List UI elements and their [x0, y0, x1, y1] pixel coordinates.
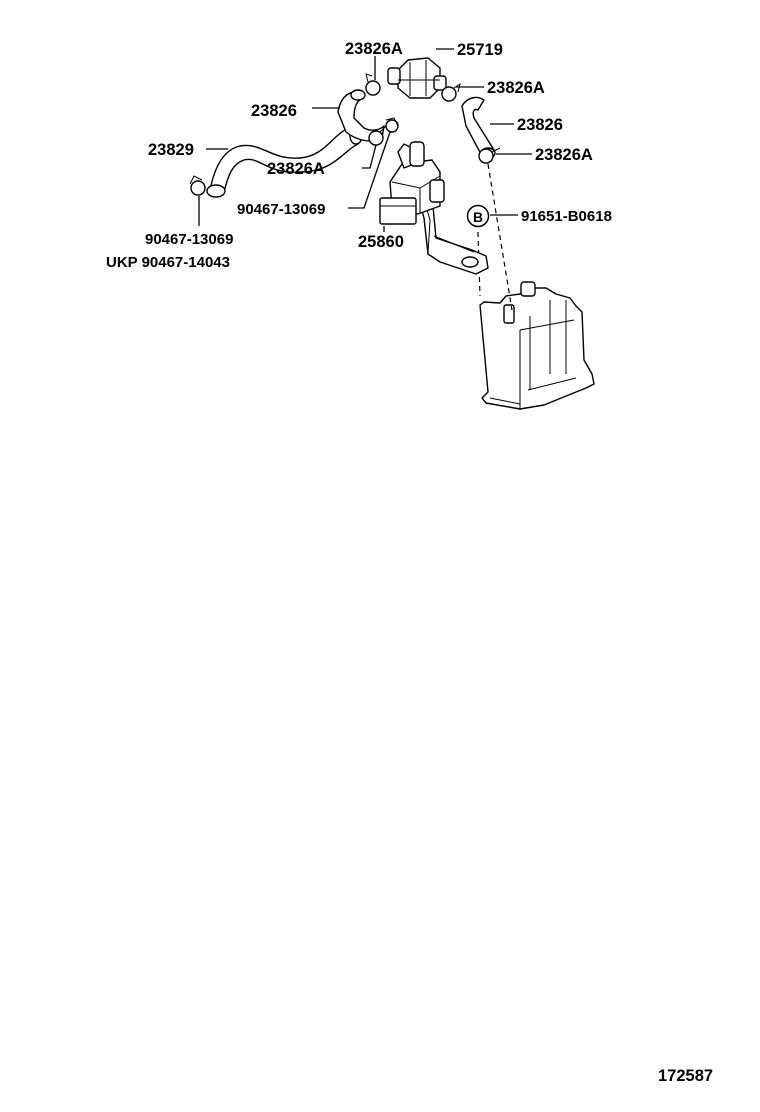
- bracket: [417, 195, 489, 275]
- dashed-line-bolt-to-canister: [477, 231, 481, 297]
- label-25860: 25860: [358, 233, 404, 251]
- clamp-23826A-right1: [441, 82, 461, 102]
- vsv-25860: [379, 141, 445, 225]
- label-23826-left: 23826: [251, 102, 297, 120]
- clamp-23826A-right2: [478, 147, 501, 164]
- clamp-90467-13069-low: [189, 175, 206, 196]
- hose-23826-right: [461, 96, 496, 159]
- label-23826A-right2: 23826A: [535, 146, 593, 164]
- label-90467-13069-low: 90467-13069: [145, 231, 233, 248]
- leader-90467-13069-mid: [348, 131, 391, 209]
- label-23826A-mid: 23826A: [267, 160, 325, 178]
- svg-text:B: B: [473, 209, 483, 225]
- label-25719: 25719: [457, 41, 503, 59]
- clamp-90467-13069-mid: [385, 117, 399, 133]
- clamp-23826A-mid: [368, 125, 387, 146]
- label-23826A-right1: 23826A: [487, 79, 545, 97]
- label-23829: 23829: [148, 141, 194, 159]
- label-23826-right: 23826: [517, 116, 563, 134]
- label-23826A-top: 23826A: [345, 40, 403, 58]
- vsv-25719: [387, 57, 447, 99]
- charcoal-canister: [479, 281, 595, 410]
- label-ukp-90467-14043: UKP 90467-14043: [106, 254, 230, 271]
- diagram-number: 172587: [658, 1067, 713, 1085]
- dashed-line-hose-to-canister: [487, 163, 513, 311]
- clamp-23826A-top: [365, 73, 381, 96]
- marker-b-icon: B: [466, 204, 490, 228]
- label-91651-B0618: 91651-B0618: [521, 208, 612, 225]
- label-90467-13069-mid: 90467-13069: [237, 201, 325, 218]
- leader-23826A-mid: [362, 144, 377, 169]
